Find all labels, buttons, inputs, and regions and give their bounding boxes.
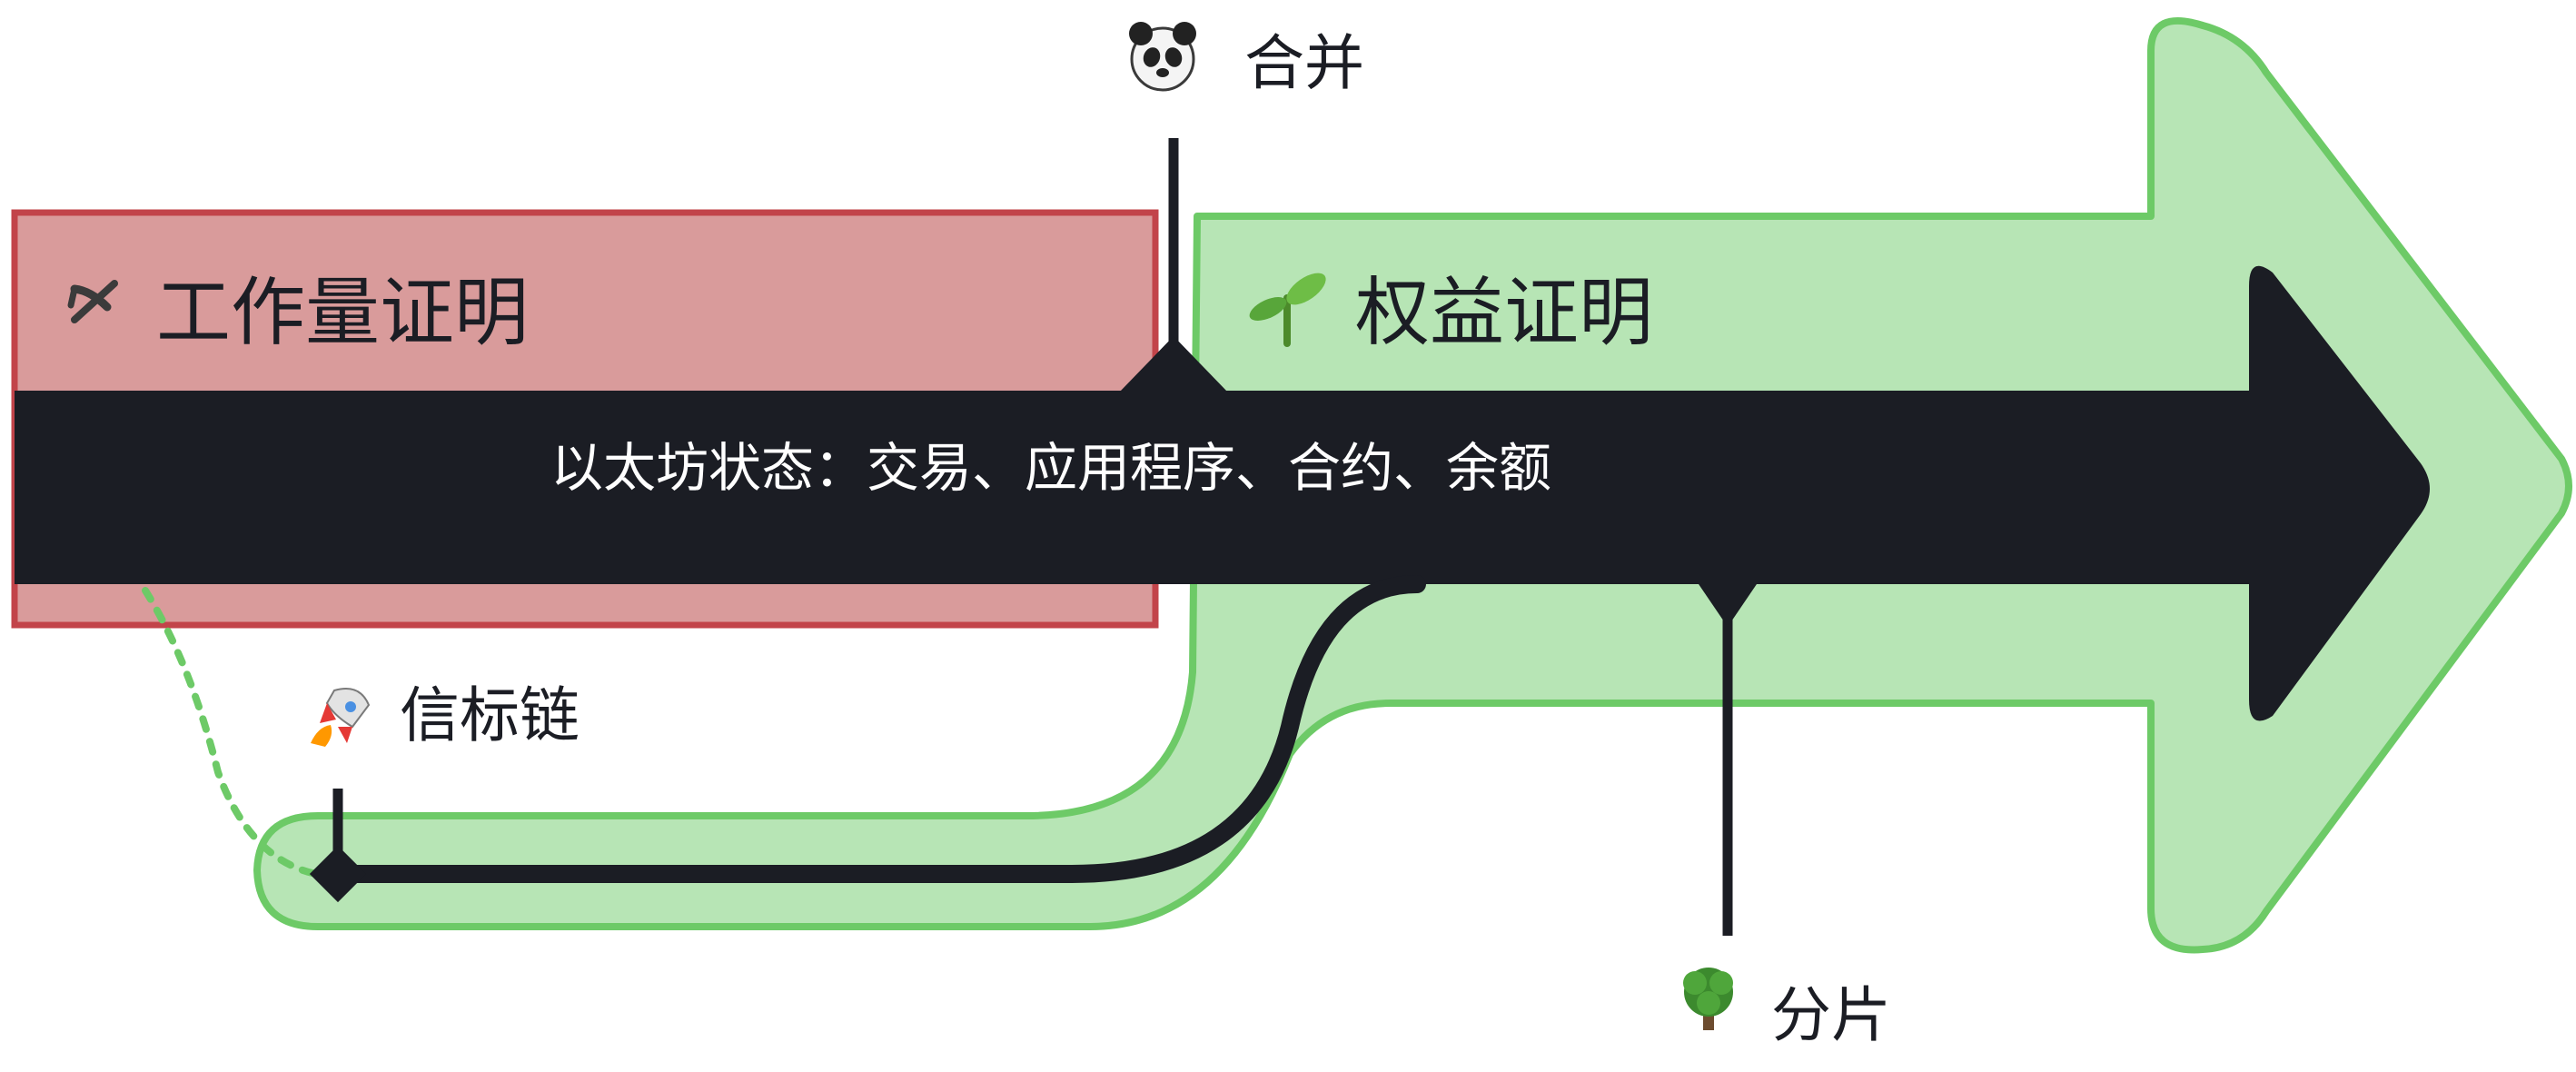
merge-marker-triangle: [1119, 336, 1228, 392]
rocket-icon: [311, 688, 371, 747]
ethereum-state-arrow: [15, 265, 2430, 721]
panda-icon: [1129, 22, 1196, 92]
sharding-label: 分片: [1771, 980, 1891, 1050]
proof-of-stake-label: 权益证明: [1355, 270, 1653, 356]
sharding-marker-triangle: [1697, 581, 1759, 627]
proof-of-work-label: 工作量证明: [156, 270, 529, 356]
tree-icon: [1683, 968, 1733, 1030]
pickaxe-icon: [67, 280, 118, 323]
seedling-icon: [1249, 273, 1326, 347]
beacon-chain-node: [309, 845, 367, 903]
ethereum-state-label: 以太坊状态：交易、应用程序、合约、余额: [550, 437, 1551, 499]
dotted-connector: [142, 587, 340, 880]
beacon-chain-path: [332, 575, 1426, 883]
beacon-chain-label: 信标链: [400, 680, 580, 750]
merge-label: 合并: [1244, 28, 1364, 98]
